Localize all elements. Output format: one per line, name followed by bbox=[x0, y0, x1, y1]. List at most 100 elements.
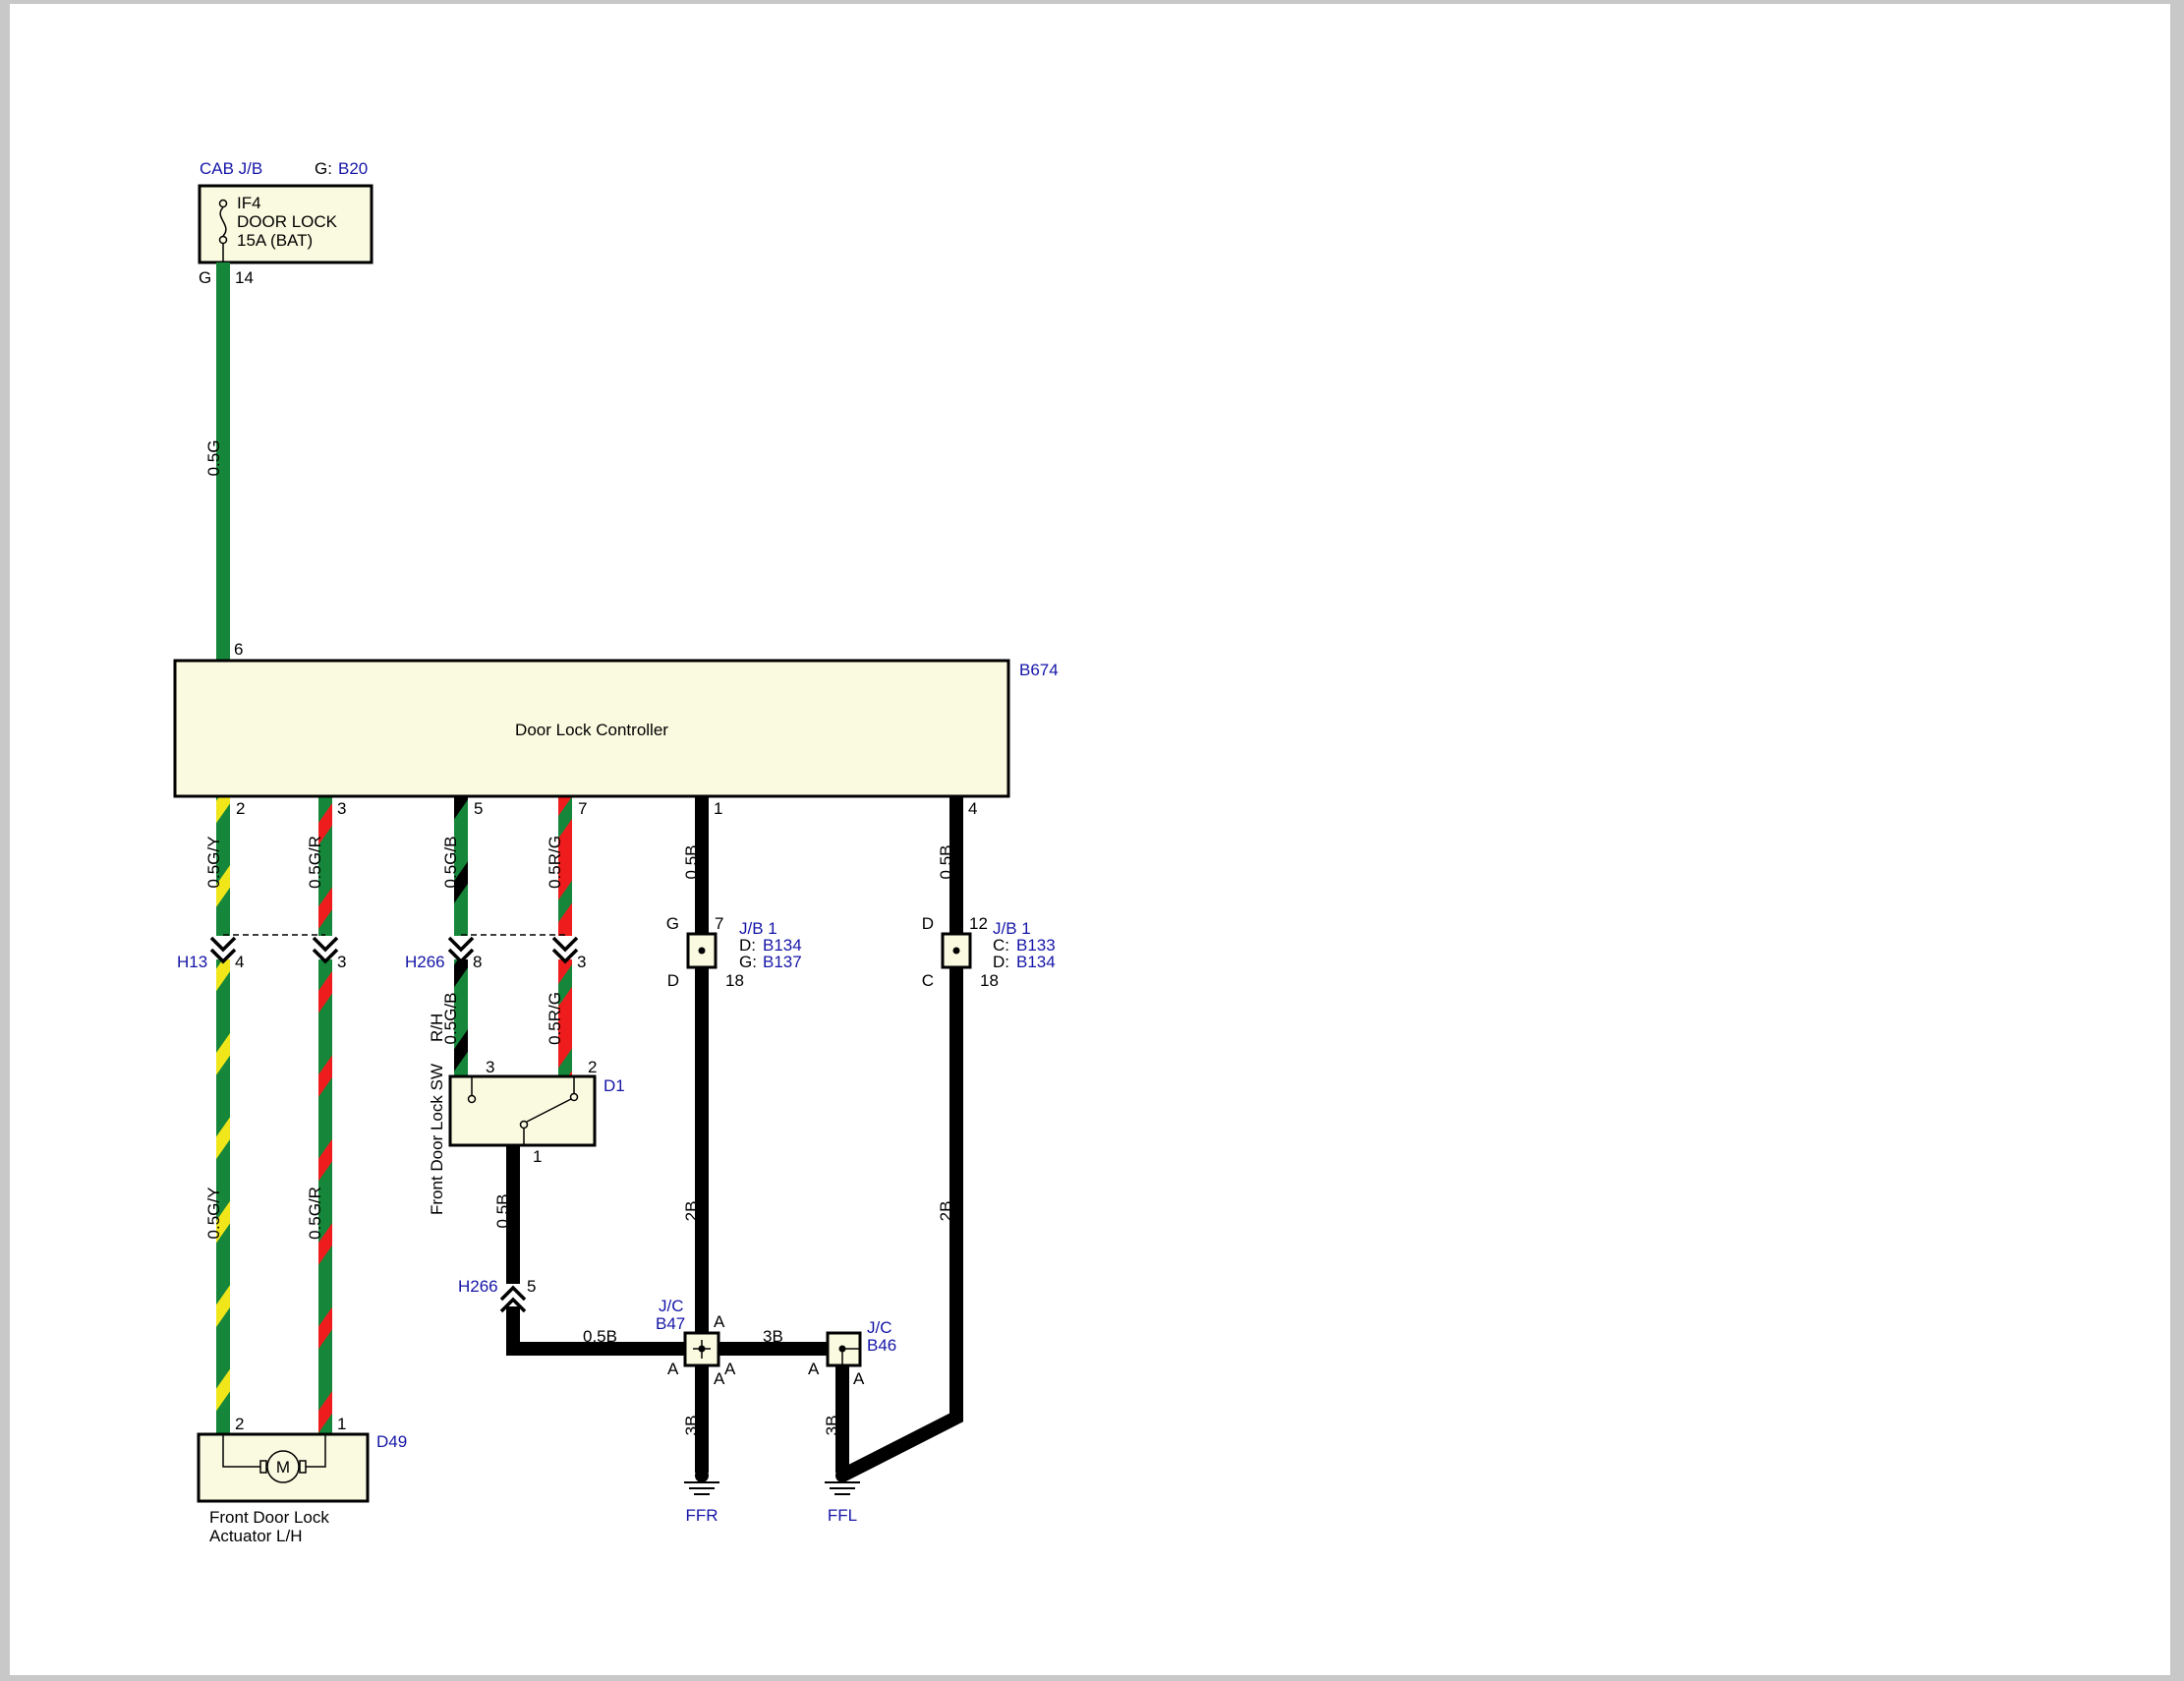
h13-pin4-chevron-icon bbox=[209, 936, 237, 964]
b46-pin-left: A bbox=[808, 1360, 820, 1378]
h13-pin3-chevron-icon bbox=[312, 936, 339, 964]
wires bbox=[216, 262, 963, 1482]
b46-pin-bottom: A bbox=[853, 1369, 865, 1388]
controller-pin-6: 6 bbox=[234, 640, 243, 659]
switch-contact-icon bbox=[467, 1076, 579, 1145]
fuse-id: IF4 bbox=[237, 194, 261, 212]
jb1-left-top-pin: 7 bbox=[715, 914, 723, 933]
wire-label-p3: 0.5G/R bbox=[306, 836, 324, 889]
ground-ffr-label: FFR bbox=[685, 1506, 718, 1525]
switch-side: R/H bbox=[428, 1014, 446, 1042]
fuse-pin-number: 14 bbox=[235, 268, 254, 287]
ground-ffl: FFL bbox=[825, 1469, 860, 1525]
fuse-box-label: CAB J/B bbox=[200, 159, 262, 178]
h13-label: H13 bbox=[177, 953, 207, 971]
jb1-right-conn1-prefix: C: bbox=[993, 936, 1009, 955]
diagram-page: CAB J/B G: B20 IF4 DOOR LOCK 15A (BAT) G… bbox=[10, 4, 2170, 1675]
h266-top-pin-b: 3 bbox=[577, 953, 586, 971]
joint-connector-b47: J/C B47 A A A A bbox=[656, 1297, 736, 1388]
wire-label-p7: 0.5R/G bbox=[546, 836, 564, 889]
jb1-right-name: J/B 1 bbox=[993, 919, 1031, 938]
connector-h13: H13 4 3 bbox=[177, 934, 346, 971]
h266-pin8-chevron-icon bbox=[447, 936, 475, 964]
b47-pin-top: A bbox=[714, 1312, 725, 1331]
fuse-name: DOOR LOCK bbox=[237, 212, 338, 231]
jb1-left-name: J/B 1 bbox=[739, 919, 777, 938]
jb1-right-top-letter: D bbox=[922, 914, 934, 933]
actuator-name-line2: Actuator L/H bbox=[209, 1527, 303, 1545]
jb1-right-conn2: B134 bbox=[1016, 953, 1056, 971]
front-door-lock-switch: 3 2 1 D1 Front Door Lock SW R/H bbox=[428, 1014, 625, 1215]
jb1-right-top-pin: 12 bbox=[969, 914, 988, 933]
switch-body bbox=[448, 1074, 597, 1147]
fuse-icon bbox=[218, 199, 228, 262]
fuse-rating: 15A (BAT) bbox=[237, 231, 313, 250]
controller-pin-7: 7 bbox=[578, 799, 587, 818]
controller-pin-1: 1 bbox=[714, 799, 722, 818]
controller-pin-5: 5 bbox=[474, 799, 483, 818]
ground-ffr: FFR bbox=[684, 1469, 719, 1525]
jb1-right-conn1: B133 bbox=[1016, 936, 1056, 955]
h266-top-pin-a: 8 bbox=[473, 953, 482, 971]
b46-body bbox=[826, 1331, 862, 1367]
junction-block-right: D 12 J/B 1 C: B133 D: B134 C 18 bbox=[922, 914, 1056, 990]
wire-label-h266-3: 0.5R/G bbox=[546, 992, 564, 1045]
switch-pin-out: 1 bbox=[533, 1147, 542, 1166]
jb1-right-bottom-letter: C bbox=[922, 971, 934, 990]
wire-label-h266-8: 0.5G/B bbox=[441, 993, 460, 1045]
wire-label-p2: 0.5G/Y bbox=[204, 837, 223, 889]
b47-pin-right: A bbox=[724, 1360, 736, 1378]
jb1-left-conn1-prefix: D: bbox=[739, 936, 756, 955]
b46-connector: B46 bbox=[867, 1336, 896, 1355]
controller-pin-3: 3 bbox=[337, 799, 346, 818]
wire-label-jb1b: 2B bbox=[937, 1201, 955, 1222]
connector-h266-bottom: H266 5 bbox=[458, 1277, 536, 1313]
jb1-left-conn2: B137 bbox=[763, 953, 802, 971]
controller-name: Door Lock Controller bbox=[515, 721, 668, 739]
h266-bottom-pin: 5 bbox=[527, 1277, 536, 1296]
controller-pin-2: 2 bbox=[236, 799, 245, 818]
wire-label-jb1a: 2B bbox=[682, 1201, 701, 1222]
wire-label-h13-4: 0.5G/Y bbox=[204, 1188, 223, 1240]
fuse-pin-letter: G bbox=[199, 268, 211, 287]
wire-label-h266-5-jc: 0.5B bbox=[583, 1327, 617, 1346]
actuator-pin-a: 2 bbox=[235, 1415, 244, 1433]
connector-h266-top: H266 8 3 bbox=[405, 934, 586, 971]
b47-pin-left: A bbox=[667, 1360, 679, 1378]
wiring-diagram: CAB J/B G: B20 IF4 DOOR LOCK 15A (BAT) G… bbox=[173, 159, 1059, 1545]
h13-pin-b: 3 bbox=[337, 953, 346, 971]
wire-label-d1-1: 0.5B bbox=[493, 1194, 512, 1229]
fuse-box-body bbox=[198, 184, 374, 264]
actuator-connector: D49 bbox=[376, 1432, 407, 1451]
ground-ffr-icon bbox=[684, 1469, 719, 1495]
ground-ffl-icon bbox=[825, 1469, 860, 1495]
joint-connector-b46: J/C B46 A A bbox=[808, 1318, 896, 1388]
fuse-box-conn-prefix: G: bbox=[315, 159, 332, 178]
b47-connector: B47 bbox=[656, 1314, 685, 1333]
controller-body bbox=[173, 659, 1010, 798]
wire-label-b47-gnd: 3B bbox=[682, 1416, 701, 1436]
wire-jb1b-2b bbox=[838, 967, 963, 1482]
wire-label-h13-3: 0.5G/R bbox=[306, 1187, 324, 1240]
wire-labels: 0.5G 0.5G/Y 0.5G/R 0.5G/B 0.5R/G 0.5B 0.… bbox=[204, 440, 955, 1436]
junction-block-left: G 7 J/B 1 D: B134 G: B137 D 18 bbox=[666, 914, 802, 990]
controller-pin-4: 4 bbox=[968, 799, 977, 818]
wire-label-p5: 0.5G/B bbox=[441, 837, 460, 889]
wire-label-p1: 0.5B bbox=[682, 845, 701, 880]
fuse-box: CAB J/B G: B20 IF4 DOOR LOCK 15A (BAT) G… bbox=[198, 159, 374, 287]
b46-name: J/C bbox=[867, 1318, 892, 1337]
fuse-box-connector: B20 bbox=[338, 159, 368, 178]
motor-icon: M bbox=[222, 1434, 326, 1483]
h266-pin3-chevron-icon bbox=[551, 936, 579, 964]
jb1-right-bottom-pin: 18 bbox=[980, 971, 999, 990]
h266-top-label: H266 bbox=[405, 953, 445, 971]
ground-ffl-label: FFL bbox=[828, 1506, 857, 1525]
switch-name: Front Door Lock SW bbox=[428, 1064, 446, 1215]
wire-label-power: 0.5G bbox=[204, 440, 223, 477]
controller-connector: B674 bbox=[1019, 661, 1059, 679]
jb1-left-conn1: B134 bbox=[763, 936, 802, 955]
jb1-right-conn2-prefix: D: bbox=[993, 953, 1009, 971]
h266-bottom-label: H266 bbox=[458, 1277, 498, 1296]
actuator-body bbox=[197, 1432, 370, 1503]
h13-pin-a: 4 bbox=[235, 953, 244, 971]
